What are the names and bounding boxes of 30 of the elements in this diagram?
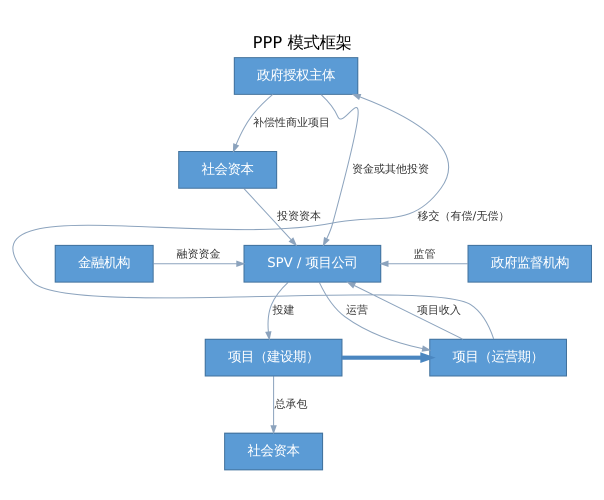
node-box: 政府授权主体 <box>234 56 358 94</box>
node-box: 政府监督机构 <box>468 244 592 282</box>
node-box: 金融机构 <box>54 244 154 282</box>
edge-label: 投建 <box>272 303 294 316</box>
edge-label: 融资资金 <box>176 246 221 260</box>
node-box: 社会资本 <box>178 150 278 188</box>
edge-label: 补偿性商业项目 <box>252 115 330 128</box>
edge-label: 项目收入 <box>416 303 461 316</box>
node-box: 项目（运营期） <box>429 338 567 376</box>
arrow <box>244 188 298 246</box>
arrow <box>265 282 288 340</box>
edge-label: 监管 <box>413 246 436 260</box>
arrow <box>379 260 468 266</box>
arrow <box>346 281 464 340</box>
arrow <box>153 260 246 266</box>
arrow <box>318 282 432 352</box>
node-box: SPV / 项目公司 <box>244 244 382 282</box>
edge-label: 移交（有偿/无偿） <box>418 209 510 222</box>
arrow <box>342 352 436 363</box>
arrow <box>270 376 277 434</box>
node-box: 社会资本 <box>224 432 324 470</box>
edge-label: 运营 <box>346 303 368 316</box>
diagram-title: PPP 模式框架 <box>252 32 352 52</box>
arrow <box>13 93 494 339</box>
edge-label: 投资资本 <box>277 209 322 222</box>
node-box: 项目（建设期） <box>204 338 342 376</box>
arrow <box>320 94 359 246</box>
arrow <box>232 93 274 152</box>
edge-label: 总承包 <box>274 396 308 410</box>
edge-label: 资金或其他投资 <box>352 162 429 176</box>
